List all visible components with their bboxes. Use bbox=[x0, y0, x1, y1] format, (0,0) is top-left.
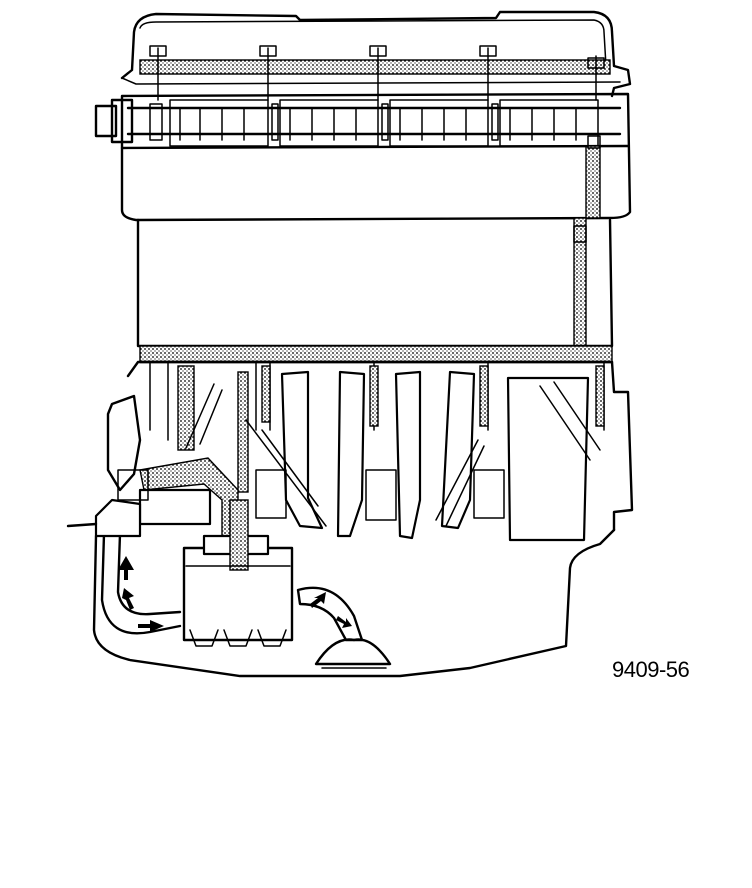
crankshaft bbox=[126, 360, 634, 542]
pump-outlet-tube bbox=[66, 498, 182, 635]
rocker-oil-rail bbox=[139, 45, 611, 101]
flow-arrow-icon bbox=[118, 556, 352, 632]
oil-pickup bbox=[296, 586, 392, 669]
oil-riser bbox=[573, 135, 601, 349]
figure-number: 9409-56 bbox=[612, 657, 690, 682]
oil-pan bbox=[92, 528, 616, 678]
engine-block bbox=[136, 218, 614, 348]
main-oil-gallery bbox=[138, 345, 614, 364]
oil-filter bbox=[182, 499, 294, 647]
valve-cover bbox=[120, 10, 632, 98]
camshaft bbox=[94, 98, 622, 147]
